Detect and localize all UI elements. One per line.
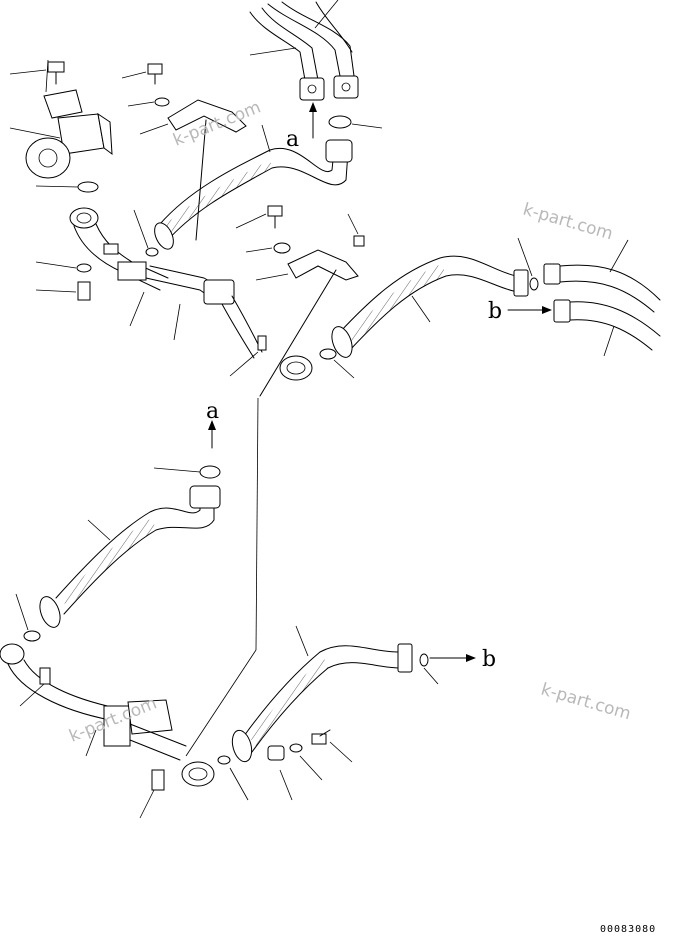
hose-middle — [15, 485, 221, 642]
lower-clamp-bolt — [267, 729, 353, 801]
right-connectors — [507, 239, 661, 357]
hose-lower — [217, 625, 476, 801]
clamp-bracket-upper — [121, 63, 247, 241]
leader-vertical — [255, 397, 259, 651]
callout-a-middle: a — [206, 399, 219, 424]
callout-b-lower: b — [482, 647, 496, 672]
hose-right — [319, 237, 539, 379]
lower-elbow-tee-assembly — [0, 643, 215, 819]
flange-block-assembly — [9, 59, 113, 193]
elbow-tee-assembly — [35, 207, 313, 381]
arrow-a-middle — [153, 420, 221, 479]
callout-b-right: b — [488, 299, 502, 324]
hose-upper — [154, 115, 383, 250]
watermark-upper-right: k-part.com — [521, 200, 615, 245]
document-number: 00083080 — [600, 924, 656, 935]
top-pipes — [249, 0, 359, 139]
watermark-lower-right: k-part.com — [539, 680, 633, 725]
clamp-bracket-middle — [235, 205, 365, 397]
callout-a-top: a — [286, 127, 299, 152]
